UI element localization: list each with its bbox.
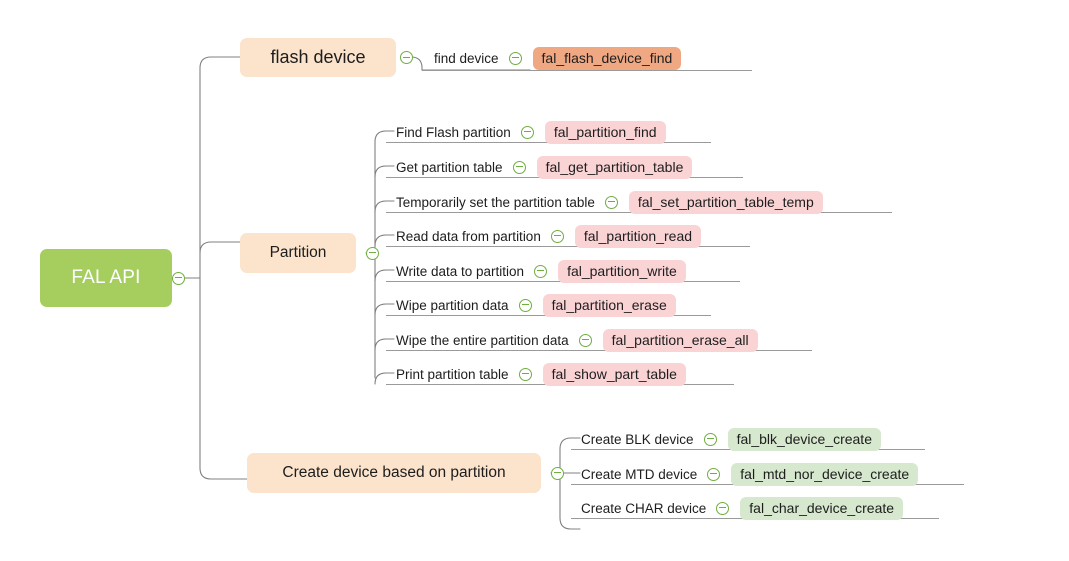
function-chip[interactable]: fal_partition_erase (542, 293, 676, 317)
root-node[interactable]: FAL API (40, 249, 172, 307)
leaf-row-find-device[interactable]: find device fal_flash_device_find (434, 43, 682, 73)
leaf-row-show-part-table[interactable]: Print partition table fal_show_part_tabl… (396, 359, 686, 389)
leaf-row-partition-read[interactable]: Read data from partition fal_partition_r… (396, 221, 702, 251)
leaf-label: Print partition table (396, 366, 509, 382)
collapse-toggle-icon-create-device[interactable] (551, 466, 564, 480)
leaf-label: Write data to partition (396, 263, 525, 279)
function-chip[interactable]: fal_set_partition_table_temp (628, 190, 823, 214)
leaf-label: Wipe partition data (396, 297, 509, 313)
function-chip[interactable]: fal_flash_device_find (532, 46, 682, 70)
leaf-label: Create BLK device (581, 431, 694, 447)
leaf-label: Wipe the entire partition data (396, 332, 569, 348)
leaf-row-get-partition-table[interactable]: Get partition table fal_get_partition_ta… (396, 152, 693, 182)
collapse-toggle-icon[interactable] (518, 298, 532, 312)
branch-node-flash-device[interactable]: flash device (240, 38, 396, 77)
collapse-toggle-icon[interactable] (604, 195, 618, 209)
leaf-underline (386, 350, 812, 351)
branch-node-label: Create device based on partition (282, 464, 506, 481)
function-chip[interactable]: fal_partition_find (544, 120, 666, 144)
branch-node-create-device[interactable]: Create device based on partition (247, 453, 541, 493)
leaf-row-char-device-create[interactable]: Create CHAR device fal_char_device_creat… (581, 493, 904, 523)
root-node-label: FAL API (71, 267, 141, 288)
collapse-toggle-icon-find-device[interactable] (508, 51, 522, 65)
leaf-label: Find Flash partition (396, 124, 511, 140)
function-chip[interactable]: fal_mtd_nor_device_create (731, 462, 919, 486)
leaf-label: Temporarily set the partition table (396, 194, 595, 210)
leaf-row-partition-find[interactable]: Find Flash partition fal_partition_find (396, 117, 666, 147)
function-chip[interactable]: fal_partition_write (558, 259, 686, 283)
branch-node-partition[interactable]: Partition (240, 233, 356, 273)
function-chip[interactable]: fal_show_part_table (542, 362, 686, 386)
collapse-toggle-icon-flash-device[interactable] (400, 51, 413, 64)
leaf-label: Create CHAR device (581, 500, 707, 516)
leaf-row-set-partition-table-temp[interactable]: Temporarily set the partition table fal_… (396, 187, 823, 217)
collapse-toggle-icon-root[interactable] (172, 271, 185, 285)
leaf-row-partition-erase-all[interactable]: Wipe the entire partition data fal_parti… (396, 325, 758, 355)
collapse-toggle-icon[interactable] (703, 432, 717, 446)
leaf-label: Read data from partition (396, 228, 541, 244)
collapse-toggle-icon[interactable] (707, 467, 721, 481)
leaf-row-partition-write[interactable]: Write data to partition fal_partition_wr… (396, 256, 686, 286)
leaf-row-partition-erase[interactable]: Wipe partition data fal_partition_erase (396, 290, 676, 320)
function-chip[interactable]: fal_char_device_create (740, 496, 904, 520)
collapse-toggle-icon[interactable] (520, 125, 534, 139)
collapse-toggle-icon[interactable] (716, 501, 730, 515)
collapse-toggle-icon[interactable] (534, 264, 548, 278)
function-chip[interactable]: fal_partition_read (574, 224, 702, 248)
leaf-label: find device (434, 50, 499, 66)
leaf-row-blk-device-create[interactable]: Create BLK device fal_blk_device_create (581, 424, 881, 454)
leaf-underline (386, 246, 750, 247)
collapse-toggle-icon[interactable] (550, 229, 564, 243)
collapse-toggle-icon-partition[interactable] (366, 246, 379, 260)
branch-node-label: Partition (269, 244, 327, 261)
branch-node-label: flash device (270, 47, 366, 67)
collapse-toggle-icon[interactable] (578, 333, 592, 347)
function-chip[interactable]: fal_partition_erase_all (602, 328, 758, 352)
function-chip[interactable]: fal_get_partition_table (536, 155, 693, 179)
collapse-toggle-icon[interactable] (512, 160, 526, 174)
leaf-label: Get partition table (396, 159, 503, 175)
leaf-row-mtd-nor-device-create[interactable]: Create MTD device fal_mtd_nor_device_cre… (581, 459, 919, 489)
leaf-label: Create MTD device (581, 466, 698, 482)
collapse-toggle-icon[interactable] (518, 367, 532, 381)
function-chip[interactable]: fal_blk_device_create (727, 427, 881, 451)
leaf-underline (422, 70, 752, 71)
